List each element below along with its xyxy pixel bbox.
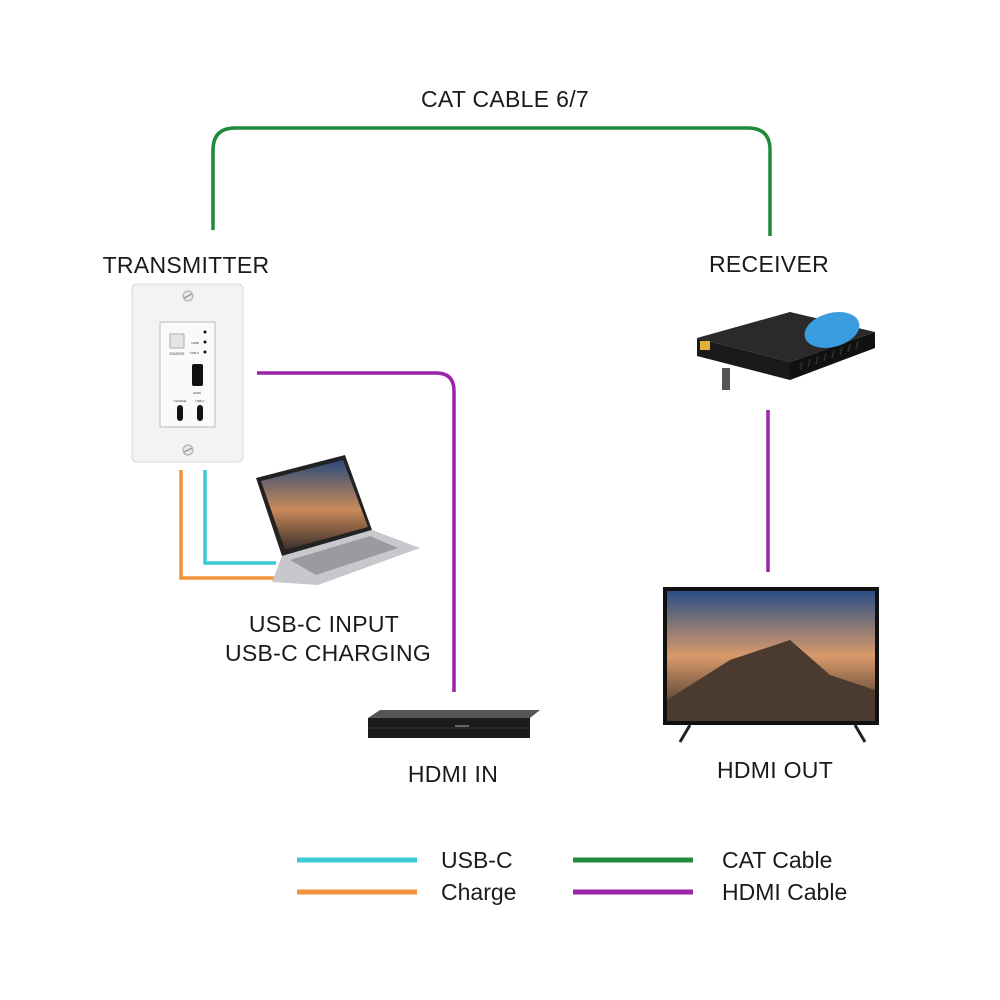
legend-hdmi-label: HDMI Cable <box>722 879 848 905</box>
svg-text:HDMI: HDMI <box>193 391 201 395</box>
svg-text:USB-C: USB-C <box>190 351 200 355</box>
hdmi-out-label: HDMI OUT <box>716 757 834 783</box>
transmitter-label: TRANSMITTER <box>102 252 270 278</box>
usbc-input-label: USB-C INPUT <box>248 611 400 637</box>
usbc-cable-line <box>203 470 276 565</box>
usbc-charging-label: USB-C CHARGING <box>224 640 432 666</box>
svg-text:HDMI: HDMI <box>191 341 199 345</box>
laptop-image <box>256 455 420 585</box>
hdmi-cable-in-line <box>257 371 456 692</box>
cat-cable-label: CAT CABLE 6/7 <box>421 86 589 112</box>
charge-cable-line <box>179 470 276 580</box>
receiver-label: RECEIVER <box>709 251 829 277</box>
svg-text:USB-C: USB-C <box>195 399 205 403</box>
svg-text:CHARGE: CHARGE <box>174 399 187 403</box>
tv-image <box>663 587 879 743</box>
cat-cable-line <box>211 126 772 236</box>
svg-text:SOURCE: SOURCE <box>170 352 186 356</box>
legend-usbc-label: USB-C <box>441 847 513 873</box>
receiver-device <box>697 312 875 390</box>
dvd-player-image <box>368 710 540 738</box>
legend-charge-label: Charge <box>441 879 517 905</box>
hdmi-in-label: HDMI IN <box>407 761 499 787</box>
transmitter-wall-plate: SOURCE HDMI USB-C HDMI CHARGE USB-C <box>131 283 244 463</box>
legend-cat-label: CAT Cable <box>722 847 833 873</box>
